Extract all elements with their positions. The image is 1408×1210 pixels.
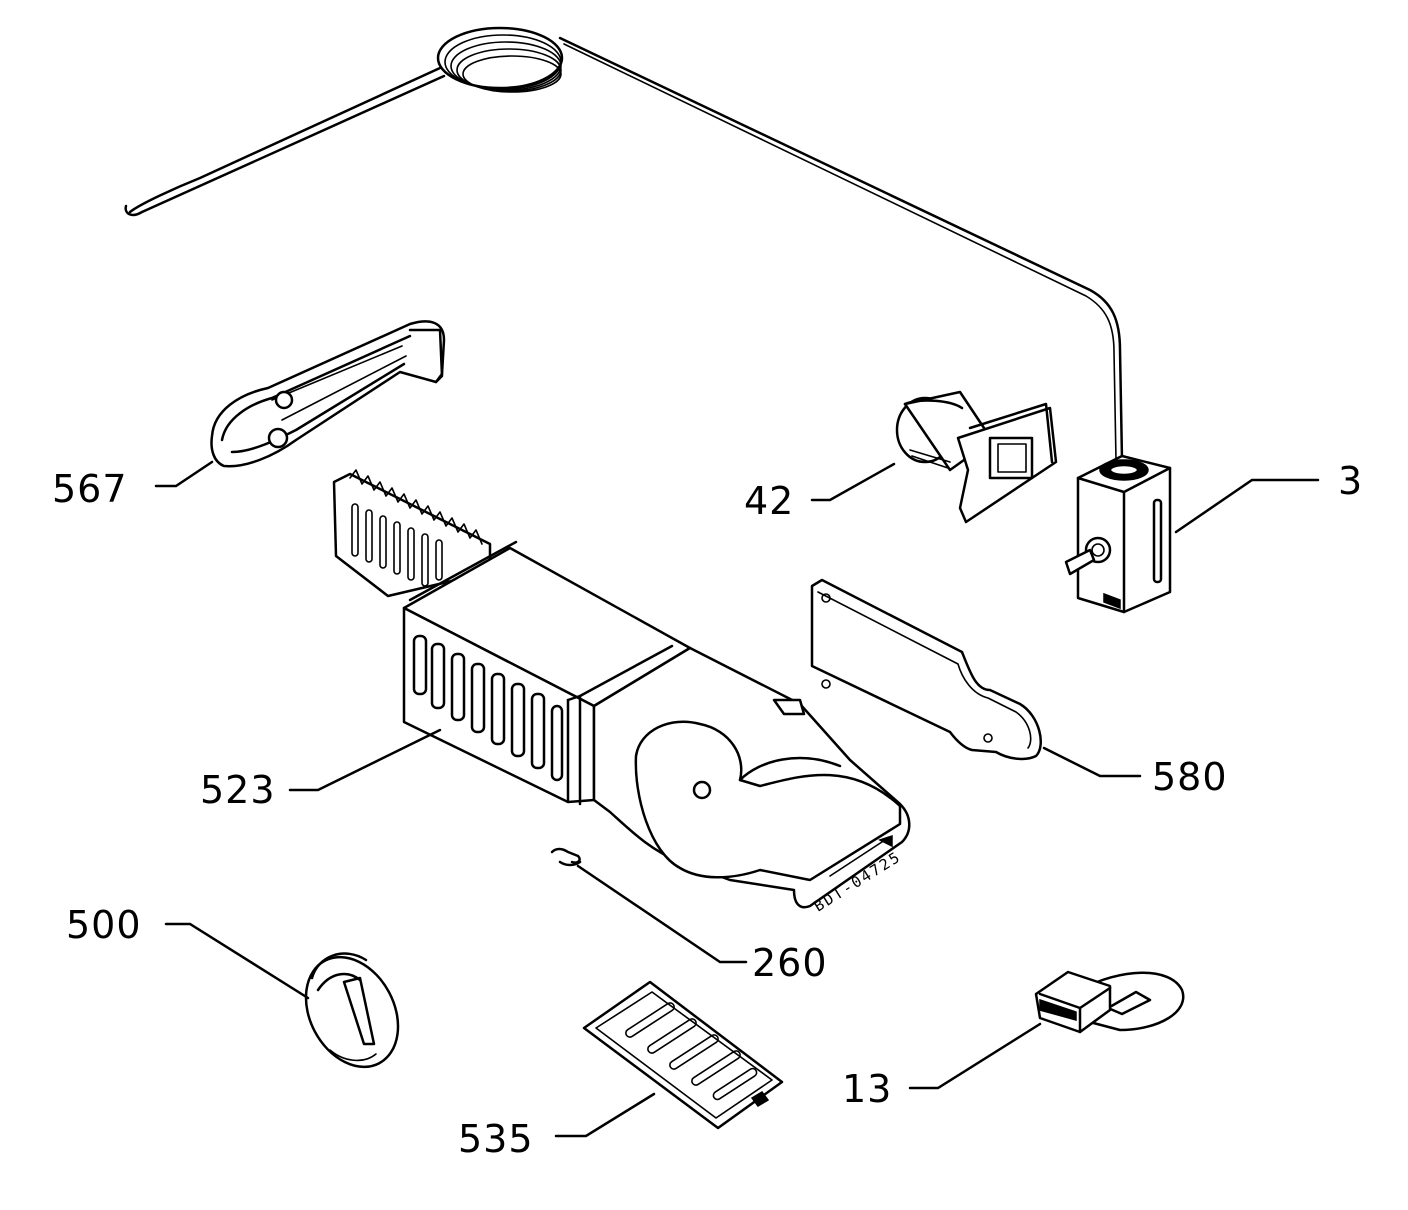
spring-clip-part-260 [550, 847, 582, 867]
label-3: 3 [1338, 459, 1363, 503]
leader-3 [1174, 478, 1320, 534]
capillary-tube [124, 26, 1124, 462]
label-500: 500 [66, 903, 142, 947]
part-labels: 567 42 3 523 580 260 500 535 13 [52, 459, 1363, 1161]
leader-580 [1042, 746, 1142, 778]
label-523: 523 [200, 768, 276, 812]
rear-comb-slots [351, 503, 443, 587]
housing-side-slots [412, 634, 564, 782]
label-580: 580 [1152, 755, 1228, 799]
leader-535 [554, 1092, 656, 1138]
knob-part-500 [304, 952, 400, 1069]
leader-523 [288, 728, 442, 792]
leader-500 [164, 922, 310, 1000]
thermostat-part-3 [1064, 454, 1172, 614]
leader-567 [154, 460, 214, 488]
cover-slots [625, 1002, 758, 1101]
label-567: 567 [52, 467, 128, 511]
label-260: 260 [752, 941, 828, 985]
leader-lines [154, 460, 1320, 1138]
bracket-part-567 [210, 320, 446, 468]
housing-part-523: BDT-04725 [332, 469, 911, 915]
lamp-holder-part-42 [895, 390, 1058, 524]
leader-42 [810, 462, 896, 502]
cover-plate-part-535 [582, 980, 784, 1130]
label-13: 13 [842, 1067, 892, 1111]
leader-260 [576, 864, 748, 964]
label-535: 535 [458, 1117, 534, 1161]
leader-13 [908, 1022, 1042, 1090]
cover-plate-part-580 [810, 578, 1042, 761]
label-42: 42 [744, 479, 794, 523]
clip-part-13 [1034, 970, 1185, 1034]
